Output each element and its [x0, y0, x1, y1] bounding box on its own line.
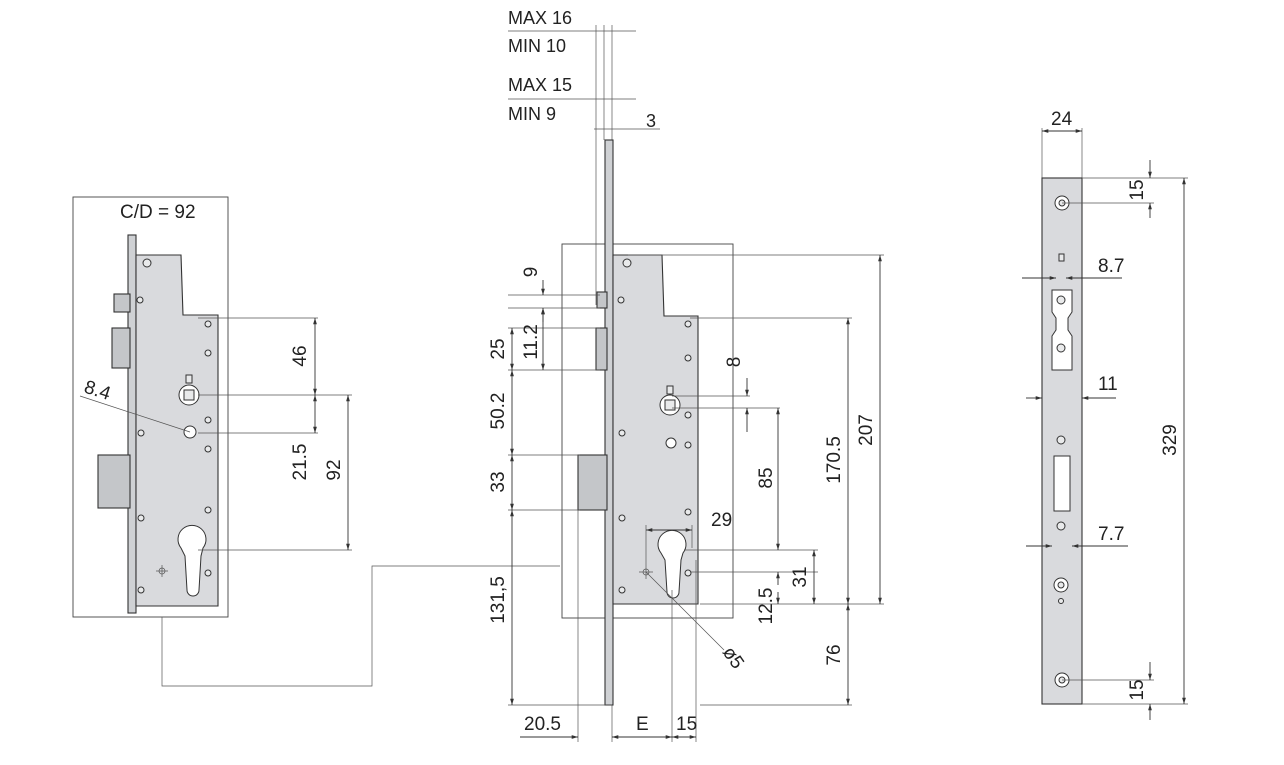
left-screw — [204, 416, 212, 424]
dim-76: 76 — [824, 644, 845, 665]
front-bolt-2 — [595, 327, 608, 371]
left-screw — [204, 445, 212, 453]
left-cylinder-hole — [177, 524, 207, 597]
fp-latch-opening — [1053, 455, 1071, 512]
dim-8: 8 — [724, 357, 745, 368]
front-screw — [684, 508, 692, 516]
dim-3: 3 — [646, 111, 656, 131]
left-latch — [97, 454, 131, 509]
front-lock-body — [612, 254, 699, 605]
fp-bolt-hole — [1056, 295, 1066, 305]
left-screw — [136, 296, 144, 304]
dim-15-bottom: 15 — [1127, 679, 1148, 700]
left-screw — [137, 586, 145, 594]
fp-small-slot — [1058, 253, 1065, 262]
label-min-10: MIN 10 — [508, 36, 566, 56]
faceplate-view: 24 15 329 15 8.7 11 7 — [1022, 109, 1188, 720]
dim-131-5: 131,5 — [488, 576, 509, 624]
left-faceplate — [127, 234, 137, 614]
left-bolt-1 — [113, 293, 131, 313]
fp-bolt-hole — [1056, 343, 1066, 353]
dim-29: 29 — [711, 510, 732, 531]
dim-11: 11 — [1098, 374, 1118, 395]
left-lock-view: C/D = 92 46 — [72, 196, 560, 687]
dim-33: 33 — [488, 471, 509, 492]
front-screw — [618, 586, 626, 594]
left-crosshair-circle — [158, 567, 166, 575]
left-spindle-square — [183, 389, 195, 401]
dim-85: 85 — [756, 467, 777, 488]
left-screw — [204, 569, 212, 577]
dim-50-2: 50.2 — [488, 393, 509, 430]
dim-20-5: 20.5 — [524, 714, 561, 735]
fp-cylinder-screw-inner — [1057, 581, 1065, 589]
dim-24: 24 — [1051, 109, 1073, 130]
front-screw — [684, 441, 692, 449]
left-screw — [204, 349, 212, 357]
label-max-16: MAX 16 — [508, 8, 572, 28]
fp-small-hole — [1058, 598, 1064, 604]
left-screw — [142, 258, 152, 268]
front-cylinder-hole — [657, 529, 687, 599]
left-spindle-tab — [185, 374, 193, 384]
label-min-9: MIN 9 — [508, 104, 556, 124]
front-frame — [561, 243, 734, 619]
dim-31: 31 — [790, 566, 811, 587]
dim-329: 329 — [1160, 424, 1181, 456]
left-crosshair — [156, 565, 168, 577]
dim-11-2: 11.2 — [521, 324, 542, 360]
front-screw — [618, 429, 626, 437]
dim-207: 207 — [856, 414, 877, 446]
front-screw — [684, 354, 692, 362]
left-screw — [204, 320, 212, 328]
front-screw — [618, 514, 626, 522]
connector-line — [161, 565, 560, 687]
front-screw — [622, 258, 632, 268]
front-screw — [684, 569, 692, 577]
dim-8-4: 8.4 — [81, 377, 113, 405]
front-screw — [617, 296, 625, 304]
dim-8-7: 8.7 — [1098, 256, 1124, 277]
backset-label: C/D = 92 — [120, 202, 196, 223]
left-screw — [137, 514, 145, 522]
front-bolt-1 — [596, 291, 608, 309]
dim-phi5: ø5 — [718, 643, 748, 673]
left-bolt-2 — [111, 327, 131, 369]
front-lock-view: MAX 16 MIN 10 MAX 15 MIN 9 3 — [488, 8, 884, 742]
dim-21-5: 21.5 — [290, 444, 311, 481]
label-max-15: MAX 15 — [508, 75, 572, 95]
left-screw — [204, 506, 212, 514]
left-lock-body — [135, 254, 219, 607]
left-screw — [137, 429, 145, 437]
front-latch — [577, 454, 608, 511]
dim-92: 92 — [324, 459, 345, 480]
front-screw — [684, 320, 692, 328]
dim-E: E — [636, 714, 649, 735]
dim-170-5: 170.5 — [824, 436, 845, 484]
dim-9: 9 — [521, 267, 542, 278]
front-crosshair-circle — [642, 568, 650, 576]
left-leader-8-4 — [79, 395, 191, 433]
front-screw — [684, 411, 692, 419]
front-spindle-square — [664, 399, 676, 411]
phi5-leader — [645, 571, 725, 651]
front-pin-hole — [665, 437, 677, 449]
dim-7-7: 7.7 — [1098, 524, 1124, 545]
dim-12-5: 12.5 — [756, 588, 777, 625]
front-faceplate — [604, 139, 614, 706]
dim-15: 15 — [676, 714, 697, 735]
dim-25: 25 — [488, 338, 509, 359]
dim-15-top: 15 — [1127, 179, 1148, 200]
fp-screw — [1056, 435, 1066, 445]
front-spindle-tab — [666, 385, 674, 395]
fp-screw — [1056, 521, 1066, 531]
left-frame — [72, 196, 229, 618]
dim-46: 46 — [290, 345, 311, 366]
